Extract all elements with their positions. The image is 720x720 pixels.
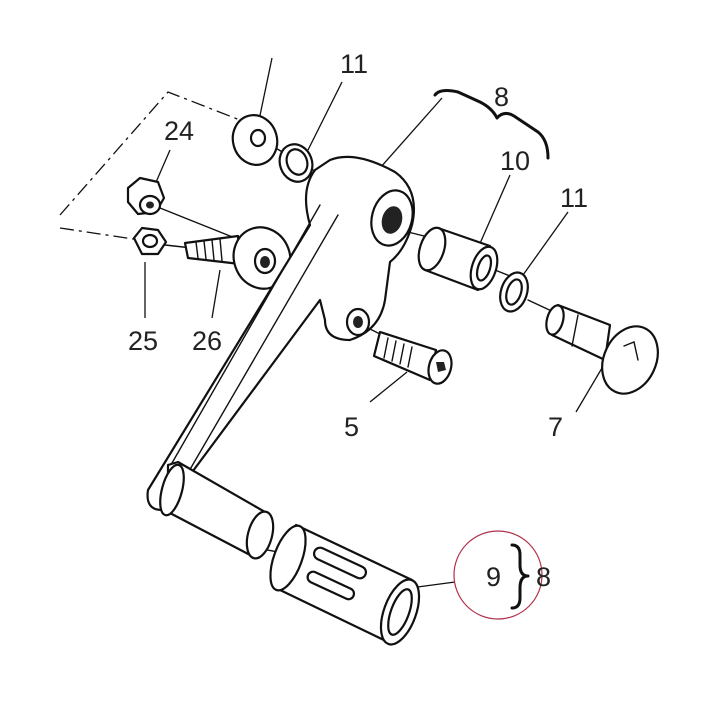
label-part-26: 26: [192, 326, 222, 356]
hex-nut: [132, 226, 168, 256]
label-part-10: 10: [500, 146, 530, 176]
label-part-11-right: 11: [560, 183, 588, 213]
callout-labels: 11 8 24 10 11 25 26 5 7 9 8: [128, 49, 588, 592]
label-part-7: 7: [548, 412, 563, 442]
label-part-9: 9: [486, 562, 501, 592]
leader-lines: [144, 57, 603, 589]
brace-bottom: [510, 543, 530, 610]
label-part-8-bottom: 8: [536, 562, 551, 592]
flat-washer-large: [231, 114, 279, 166]
ring-washer-right: [499, 271, 529, 313]
bushing: [417, 226, 499, 292]
ring-washer-top: [278, 143, 314, 183]
label-part-24: 24: [164, 116, 194, 146]
pedal-shaft: [159, 460, 275, 560]
flange-nut: [126, 176, 166, 216]
pedal-arm: [146, 155, 416, 512]
label-part-11-top: 11: [340, 49, 368, 79]
highlight-circle: [453, 530, 543, 620]
assembly-line-upper: [59, 91, 246, 216]
label-part-25: 25: [128, 326, 158, 356]
brace-top: [433, 89, 550, 160]
label-part-5: 5: [344, 412, 359, 442]
assembly-line-lower: [59, 227, 141, 241]
label-part-8-top: 8: [494, 82, 509, 112]
foot-rubber: [269, 523, 421, 646]
pivot-bolt: [545, 303, 659, 395]
cap-screw: [372, 330, 453, 385]
